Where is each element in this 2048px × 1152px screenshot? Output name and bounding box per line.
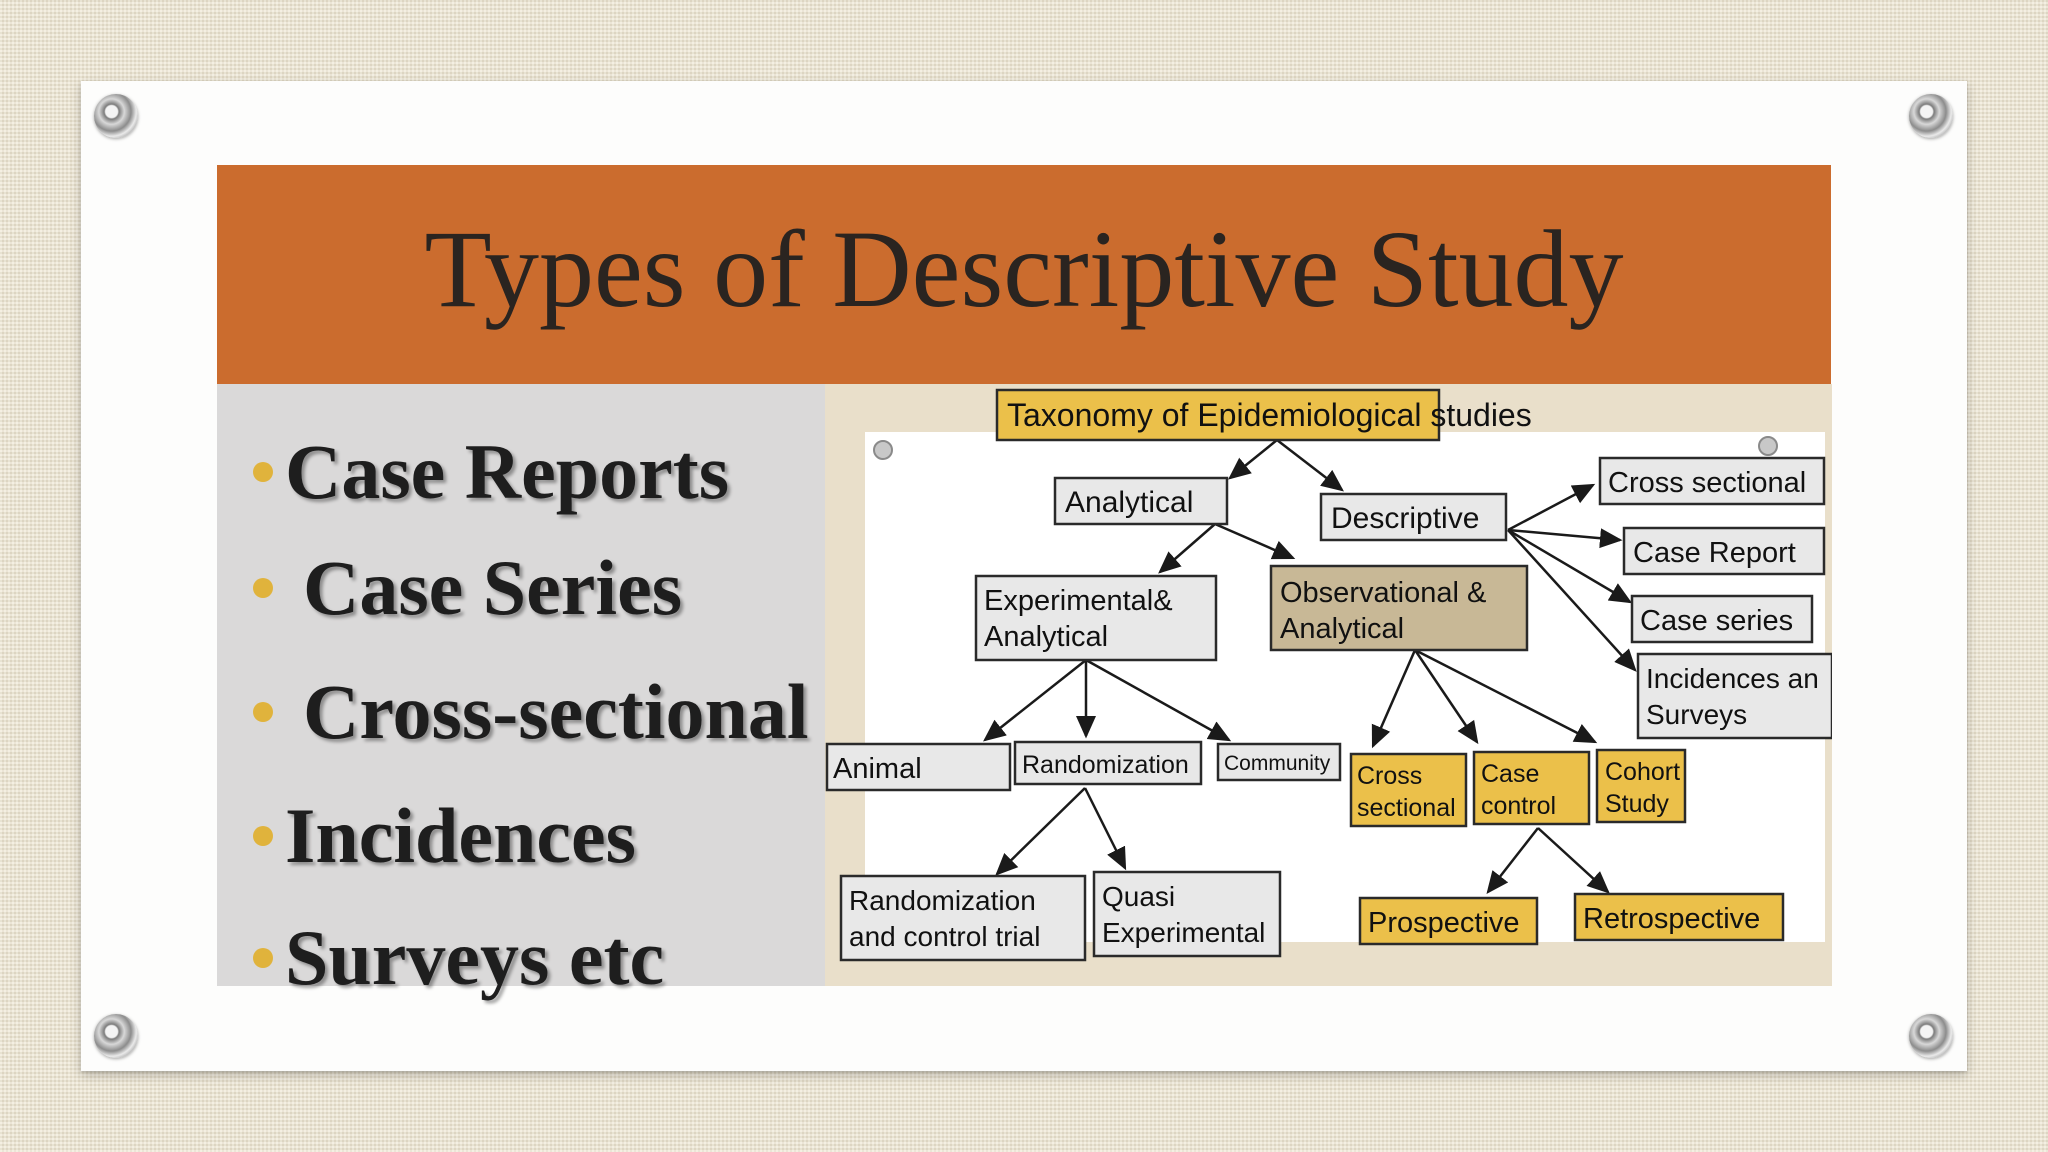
node-quasi-label: Quasi (1102, 881, 1175, 912)
node-cohort-label: Study (1605, 790, 1669, 818)
node-case-report-label: Case Report (1633, 537, 1796, 569)
node-descriptive-label: Descriptive (1331, 502, 1479, 535)
bullet-icon (253, 578, 273, 598)
node-case-report (1622, 526, 1826, 576)
node-randomization (1013, 740, 1203, 786)
node-case-control (1472, 750, 1591, 826)
bullet-text: Cross-sectional (303, 668, 809, 755)
title-bar: Types of Descriptive Study (217, 165, 1831, 384)
node-prospective-label: Prospective (1368, 907, 1520, 939)
bullet-text: Incidences (285, 792, 636, 879)
node-cross-sectional-obs-label: Cross (1357, 762, 1422, 790)
connector (1158, 523, 1216, 574)
node-cross-sectional-obs-label: sectional (1357, 794, 1456, 822)
bullet-item: Incidences (253, 786, 636, 886)
node-analytical (1053, 476, 1229, 526)
taxonomy-diagram: Taxonomy of Epidemiological studies Anal… (825, 388, 1832, 962)
bullet-icon (253, 702, 273, 722)
connector (1085, 658, 1232, 742)
diagram-title-box (995, 388, 1441, 442)
bullet-text: Case Series (303, 544, 683, 631)
grommet-bottom-right-icon (1909, 1014, 1953, 1058)
connector (1507, 483, 1596, 532)
pin-icon (873, 440, 893, 460)
bullet-text: Surveys etc (285, 914, 665, 1001)
connector (1507, 528, 1633, 604)
diagram-title: Taxonomy of Epidemiological studies (1007, 397, 1532, 433)
connector (1413, 649, 1479, 745)
node-rct-label: and control trial (849, 921, 1040, 952)
connector (1228, 439, 1278, 480)
slide-title: Types of Descriptive Study (424, 208, 1624, 330)
node-retrospective-label: Retrospective (1583, 903, 1760, 935)
connector (1537, 827, 1610, 894)
node-analytical-label: Analytical (1065, 486, 1193, 519)
node-cohort-label: Cohort (1605, 758, 1680, 786)
node-experimental-label: Experimental& (984, 585, 1173, 617)
node-case-control-label: Case (1481, 760, 1539, 788)
bullet-icon (253, 462, 273, 482)
connector (1083, 787, 1127, 871)
node-observational (1269, 564, 1529, 652)
connector (1214, 522, 1296, 560)
connector (1507, 529, 1637, 672)
bullet-item: Surveys etc (253, 908, 664, 1008)
node-experimental-label: Analytical (984, 621, 1108, 653)
node-cross-sectional-desc (1598, 456, 1826, 506)
node-retrospective (1573, 892, 1785, 942)
bullet-icon (253, 948, 273, 968)
connector (983, 659, 1087, 742)
node-observational-label: Analytical (1280, 613, 1404, 645)
grommet-top-right-icon (1909, 94, 1953, 138)
bullet-item: Cross-sectional (253, 662, 809, 762)
grommet-bottom-left-icon (94, 1014, 138, 1058)
bullet-text: Case Reports (285, 428, 730, 515)
connector (995, 787, 1086, 876)
connector (1414, 648, 1598, 744)
node-case-series-label: Case series (1640, 605, 1793, 637)
node-experimental (974, 574, 1218, 662)
node-case-series (1630, 594, 1814, 644)
pin-icon (1758, 436, 1778, 456)
node-incidences (1636, 652, 1832, 740)
node-animal-label: Animal (833, 753, 922, 785)
node-rct (839, 874, 1087, 962)
bullet-item: Case Series (253, 538, 682, 638)
bullet-item: Case Reports (253, 422, 729, 522)
node-cross-sectional-obs (1349, 752, 1468, 828)
node-randomization-label: Randomization (1022, 751, 1189, 779)
node-cross-sectional-desc-label: Cross sectional (1608, 467, 1806, 499)
bullet-panel: Case Reports Case Series Cross-sectional… (217, 384, 825, 1001)
node-incidences-label: Incidences an (1646, 663, 1819, 694)
node-community-label: Community (1224, 752, 1331, 775)
node-quasi-label: Experimental (1102, 917, 1265, 948)
node-incidences-label: Surveys (1646, 699, 1747, 730)
node-quasi (1092, 870, 1282, 958)
grommet-top-left-icon (94, 94, 138, 138)
connector (1276, 439, 1344, 492)
node-case-control-label: control (1481, 792, 1556, 820)
bullet-icon (253, 826, 273, 846)
node-rct-label: Randomization (849, 885, 1036, 916)
node-prospective (1358, 896, 1539, 946)
node-observational-label: Observational & (1280, 577, 1486, 609)
node-community (1216, 742, 1342, 782)
node-descriptive (1319, 492, 1508, 542)
node-cohort (1595, 748, 1687, 824)
connector (1507, 528, 1623, 549)
node-animal (825, 742, 1012, 792)
connector (1371, 649, 1417, 749)
connector (1486, 827, 1539, 894)
